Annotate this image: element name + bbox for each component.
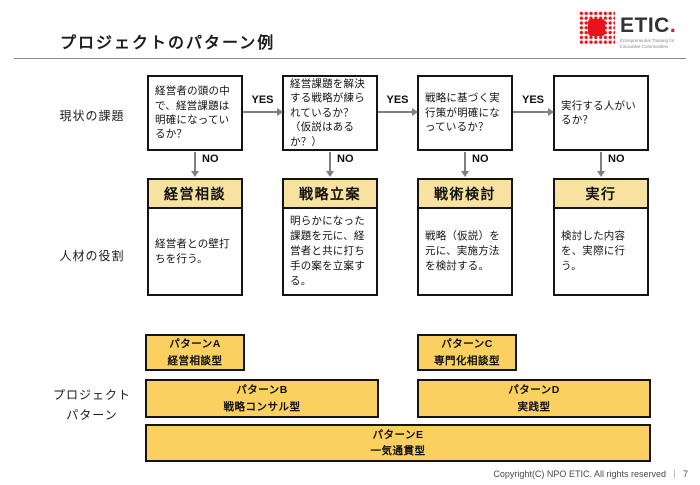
- page-title: プロジェクトのパターン例: [60, 35, 276, 52]
- stage-desc: 戦略（仮説）を元に、実施方法を検討する。: [425, 230, 500, 272]
- question-box-4: 実行する人がいるか？: [553, 75, 649, 151]
- yes-label: YES: [521, 94, 544, 106]
- no-arrow-4: NO: [596, 152, 625, 177]
- stage-desc: 経営者との壁打ちを行う。: [155, 237, 230, 265]
- footer-separator: ｜: [669, 469, 679, 479]
- row-label-talent-role: 人材の役割: [59, 249, 125, 263]
- no-label: NO: [472, 153, 489, 165]
- right-arrow-icon: [243, 107, 283, 116]
- stage-title: 実行: [555, 180, 647, 209]
- yes-arrow-3: YES: [513, 94, 554, 116]
- pattern-bar-e: パターンE 一気通貫型: [145, 424, 651, 462]
- pattern-bar-d: パターンD 実践型: [417, 379, 651, 418]
- right-arrow-icon: [378, 107, 418, 116]
- stage-desc: 検討した内容を、実際に行う。: [561, 230, 626, 272]
- question-box-2: 経営課題を解決する戦略が練られているか？（仮説はあるか？）: [282, 75, 378, 151]
- yes-label: YES: [386, 94, 409, 106]
- pattern-bar-b: パターンB 戦略コンサル型: [145, 379, 379, 418]
- yes-arrow-1: YES: [243, 94, 283, 116]
- stage-desc: 明らかになった課題を元に、経営者と共に打ち手の案を立案する。: [290, 215, 365, 287]
- question-box-1: 経営者の頭の中で、経営課題は明確になっているか？: [147, 75, 243, 151]
- page-number: 7: [682, 469, 688, 479]
- yes-arrow-2: YES: [378, 94, 418, 116]
- no-arrow-3: NO: [460, 152, 489, 177]
- row-label-current-issues: 現状の課題: [59, 109, 125, 123]
- no-arrow-1: NO: [190, 152, 219, 177]
- pattern-bar-c: パターンC 専門化相談型: [417, 334, 517, 371]
- stage-title: 戦略立案: [284, 180, 376, 209]
- stage-title: 経営相談: [149, 180, 241, 209]
- etic-logo-mark-icon: [579, 11, 615, 45]
- etic-logo-name: ETIC.: [620, 14, 677, 37]
- no-label: NO: [337, 153, 354, 165]
- no-label: NO: [608, 153, 625, 165]
- yes-label: YES: [251, 94, 274, 106]
- stage-title: 戦術検討: [419, 180, 511, 209]
- pattern-bar-a: パターンA 経営相談型: [145, 334, 245, 371]
- stage-box-senryaku-ritsuan: 戦略立案 明らかになった課題を元に、経営者と共に打ち手の案を立案する。: [282, 178, 378, 296]
- etic-logo-text: ETIC. Entrepreneurial Training for Innov…: [620, 11, 684, 51]
- etic-logo: ETIC. Entrepreneurial Training for Innov…: [579, 11, 684, 51]
- etic-logo-tagline: Entrepreneurial Training for Innovative …: [620, 38, 675, 50]
- stage-box-senjutsu-kentou: 戦術検討 戦略（仮説）を元に、実施方法を検討する。: [417, 178, 513, 296]
- stage-box-jikkou: 実行 検討した内容を、実際に行う。: [553, 178, 649, 296]
- question-box-3: 戦略に基づく実行策が明確になっているか？: [417, 75, 513, 151]
- footer: Copyright(C) NPO ETIC. All rights reserv…: [493, 467, 688, 480]
- copyright-text: Copyright(C) NPO ETIC. All rights reserv…: [493, 469, 666, 479]
- no-arrow-2: NO: [325, 152, 354, 177]
- no-label: NO: [202, 153, 219, 165]
- row-label-project-pattern: プロジェクト パターン: [52, 388, 131, 423]
- stage-box-keiei-soudan: 経営相談 経営者との壁打ちを行う。: [147, 178, 243, 296]
- title-divider: [14, 58, 686, 59]
- right-arrow-icon: [513, 107, 554, 116]
